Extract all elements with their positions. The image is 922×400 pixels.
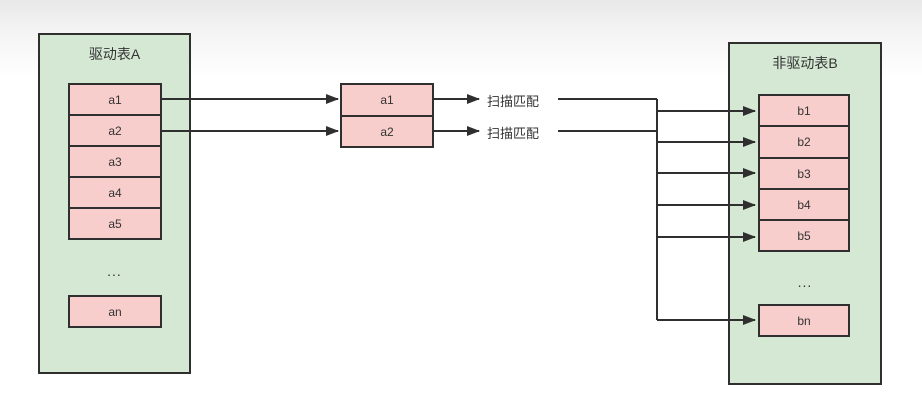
table-a-cell-a2: a2: [68, 114, 162, 147]
table-b-cell-bn: bn: [758, 304, 850, 337]
table-a-cell-an: an: [68, 295, 162, 328]
scan-match-label-1: 扫描匹配: [487, 94, 540, 109]
table-b-ellipsis: ...: [797, 274, 813, 290]
buffer-cell-a1: a1: [340, 83, 434, 117]
table-a-ellipsis: ...: [107, 263, 122, 279]
driving-table-a-title: 驱动表A: [88, 46, 141, 62]
buffer-cell-a2: a2: [340, 115, 434, 148]
table-b-cell-b5: b5: [758, 219, 850, 252]
table-b-cell-b4: b4: [758, 188, 850, 221]
scan-match-label-2: 扫描匹配: [487, 126, 540, 141]
table-a-cell-a3: a3: [68, 145, 162, 178]
non-driving-table-b-title: 非驱动表B: [772, 55, 838, 71]
table-b-cell-b1: b1: [758, 94, 850, 127]
table-b-cell-b3: b3: [758, 157, 850, 190]
table-a-cell-a4: a4: [68, 176, 162, 209]
table-b-cell-b2: b2: [758, 125, 850, 159]
table-a-cell-a1: a1: [68, 83, 162, 116]
table-a-cell-a5: a5: [68, 207, 162, 240]
